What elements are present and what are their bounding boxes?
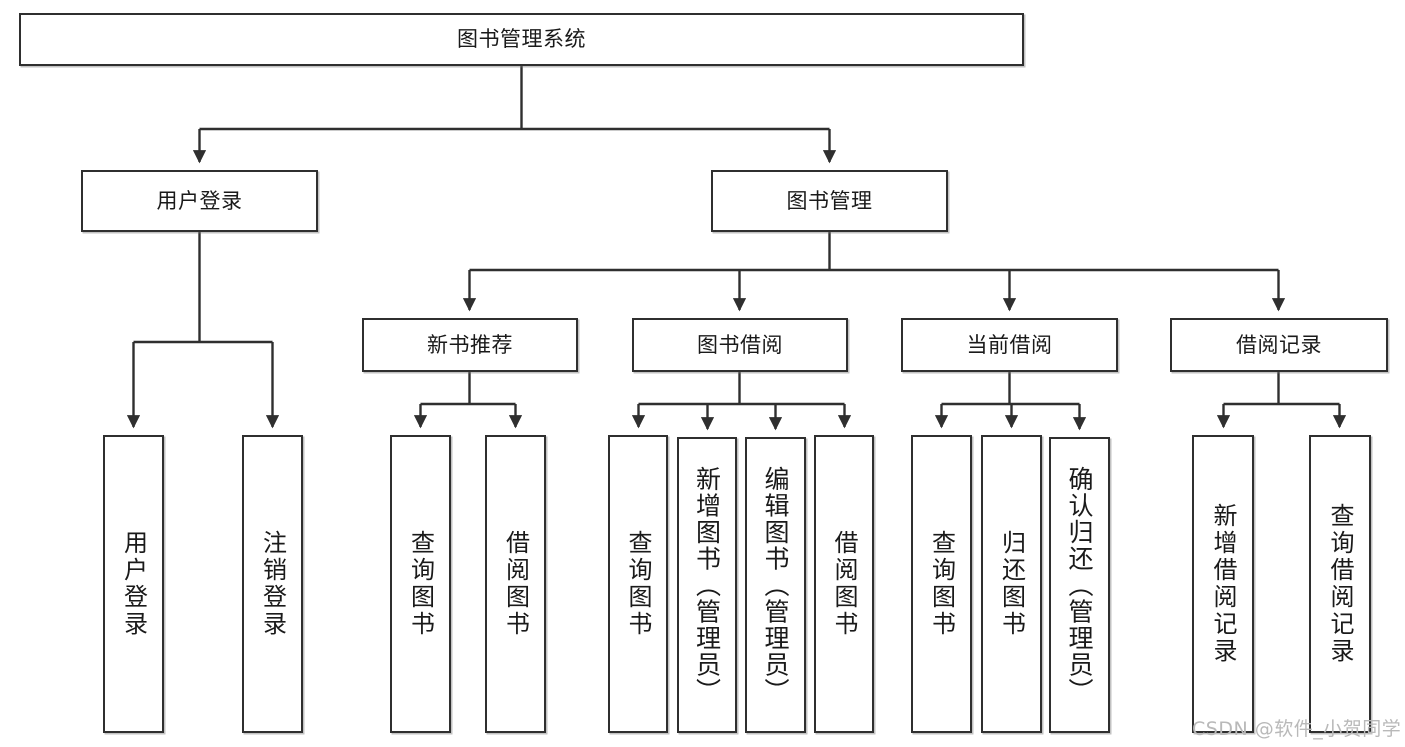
node-leaf-user-logout-label: 注销登录 — [258, 530, 287, 638]
node-current-borrow[interactable]: 当前借阅 — [901, 318, 1118, 372]
node-book-borrow-label: 图书借阅 — [697, 332, 783, 357]
node-leaf-add-book-admin[interactable]: 新增图书（管理员） — [677, 437, 737, 733]
csdn-watermark: CSDN @软件_小贺同学 — [1192, 718, 1402, 740]
node-root[interactable]: 图书管理系统 — [19, 13, 1024, 66]
node-leaf-query-book-borrow-label: 查询图书 — [624, 530, 652, 638]
node-leaf-return-book-label: 归还图书 — [997, 530, 1026, 638]
node-leaf-query-book-current[interactable]: 查询图书 — [911, 435, 972, 733]
node-user-login-label: 用户登录 — [156, 188, 243, 213]
node-leaf-add-book-admin-label: 新增图书（管理员） — [692, 465, 722, 705]
node-leaf-edit-book-admin[interactable]: 编辑图书（管理员） — [745, 437, 806, 733]
node-leaf-edit-book-admin-label: 编辑图书（管理员） — [761, 465, 790, 705]
node-leaf-user-logout[interactable]: 注销登录 — [242, 435, 303, 733]
node-leaf-query-borrow-record-label: 查询借阅记录 — [1326, 503, 1354, 665]
node-leaf-query-book-rec[interactable]: 查询图书 — [390, 435, 451, 733]
node-new-book-rec[interactable]: 新书推荐 — [362, 318, 578, 372]
node-leaf-query-borrow-record[interactable]: 查询借阅记录 — [1309, 435, 1371, 733]
node-book-manage[interactable]: 图书管理 — [711, 170, 948, 232]
node-borrow-record[interactable]: 借阅记录 — [1170, 318, 1388, 372]
node-book-manage-label: 图书管理 — [786, 188, 873, 213]
node-new-book-rec-label: 新书推荐 — [427, 332, 513, 357]
node-leaf-user-login-label: 用户登录 — [119, 530, 148, 638]
node-leaf-user-login[interactable]: 用户登录 — [103, 435, 164, 733]
node-leaf-borrow-book-rec[interactable]: 借阅图书 — [485, 435, 546, 733]
node-book-borrow[interactable]: 图书借阅 — [632, 318, 848, 372]
node-leaf-query-book-rec-label: 查询图书 — [406, 530, 435, 638]
node-leaf-query-book-borrow[interactable]: 查询图书 — [608, 435, 668, 733]
node-leaf-borrow-book-rec-label: 借阅图书 — [501, 530, 530, 638]
node-leaf-confirm-return-admin[interactable]: 确认归还（管理员） — [1049, 437, 1110, 733]
node-leaf-add-borrow-record-label: 新增借阅记录 — [1209, 503, 1237, 665]
node-leaf-borrow-book[interactable]: 借阅图书 — [814, 435, 874, 733]
node-leaf-return-book[interactable]: 归还图书 — [981, 435, 1042, 733]
node-root-label: 图书管理系统 — [457, 27, 586, 52]
node-current-borrow-label: 当前借阅 — [966, 332, 1053, 357]
node-leaf-borrow-book-label: 借阅图书 — [830, 530, 858, 638]
node-leaf-add-borrow-record[interactable]: 新增借阅记录 — [1192, 435, 1254, 733]
node-user-login[interactable]: 用户登录 — [81, 170, 318, 232]
node-leaf-query-book-current-label: 查询图书 — [927, 530, 956, 638]
node-leaf-confirm-return-admin-label: 确认归还（管理员） — [1065, 465, 1094, 705]
node-borrow-record-label: 借阅记录 — [1236, 332, 1322, 357]
